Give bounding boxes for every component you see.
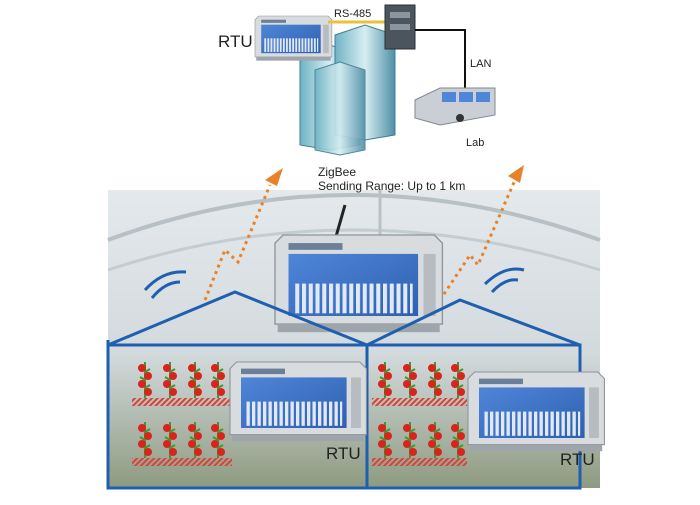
rs485-label: RS-485 xyxy=(334,8,372,20)
wireless-link-arrows xyxy=(203,179,517,301)
zigbee-label: ZigBee xyxy=(318,165,357,179)
rs485-converter-icon xyxy=(384,4,416,50)
rtu-label-top: RTU xyxy=(218,32,253,51)
lab-label: Lab xyxy=(466,137,485,149)
lan-label: LAN xyxy=(470,58,492,70)
building-icon xyxy=(299,24,396,156)
wireless-signal-icon xyxy=(143,267,525,299)
control-console-icon xyxy=(414,87,496,126)
rtu-label-left: RTU xyxy=(326,444,361,463)
rtu-device-icon xyxy=(229,361,367,442)
greenhouse-arch xyxy=(107,193,601,242)
antenna xyxy=(333,204,347,241)
rtu-device-icon xyxy=(467,371,605,452)
rtu-label-right: RTU xyxy=(560,450,595,469)
lan-line xyxy=(415,29,466,90)
rtu-device-icon xyxy=(254,15,333,61)
greenhouse-outline xyxy=(106,290,582,490)
zigbee-range-label: Sending Range: Up to 1 km xyxy=(318,179,466,193)
